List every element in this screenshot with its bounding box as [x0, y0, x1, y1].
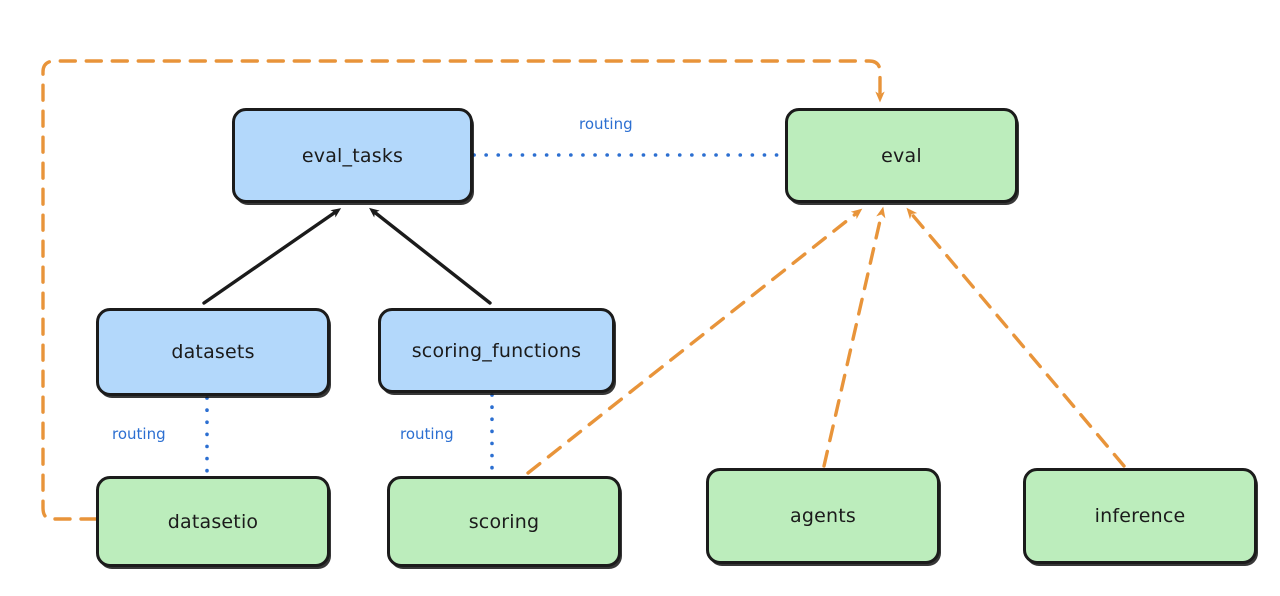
node-eval-tasks[interactable]: eval_tasks [232, 108, 473, 203]
node-label-eval-tasks: eval_tasks [301, 144, 404, 167]
node-scoring[interactable]: scoring [387, 476, 621, 567]
node-agents[interactable]: agents [706, 468, 940, 564]
edge-datasets-to-eval-tasks [202, 208, 342, 305]
node-label-scoring: scoring [468, 510, 540, 533]
edge-scoring-functions-to-eval-tasks [369, 207, 492, 305]
edge-scoring-to-eval [526, 208, 863, 475]
node-datasets[interactable]: datasets [96, 308, 330, 396]
edge-label-routing-datasets-datasetio: routing [112, 425, 166, 443]
node-label-agents: agents [790, 505, 856, 527]
edge-inference-to-eval [906, 207, 1126, 468]
node-label-datasets: datasets [171, 341, 255, 363]
edge-label-routing-scoring-functions-scoring: routing [400, 425, 454, 443]
node-datasetio[interactable]: datasetio [96, 476, 330, 567]
node-label-inference: inference [1094, 505, 1186, 527]
node-label-eval: eval [881, 144, 922, 167]
node-scoring-functions[interactable]: scoring_functions [378, 308, 615, 393]
node-label-scoring-functions: scoring_functions [411, 339, 582, 362]
edge-agents-to-eval [822, 206, 886, 468]
edge-datasetio-to-eval [41, 59, 885, 521]
node-label-datasetio: datasetio [167, 510, 259, 533]
edge-label-routing-eval-tasks-eval: routing [579, 115, 633, 133]
node-inference[interactable]: inference [1023, 468, 1257, 564]
node-eval[interactable]: eval [785, 108, 1018, 203]
